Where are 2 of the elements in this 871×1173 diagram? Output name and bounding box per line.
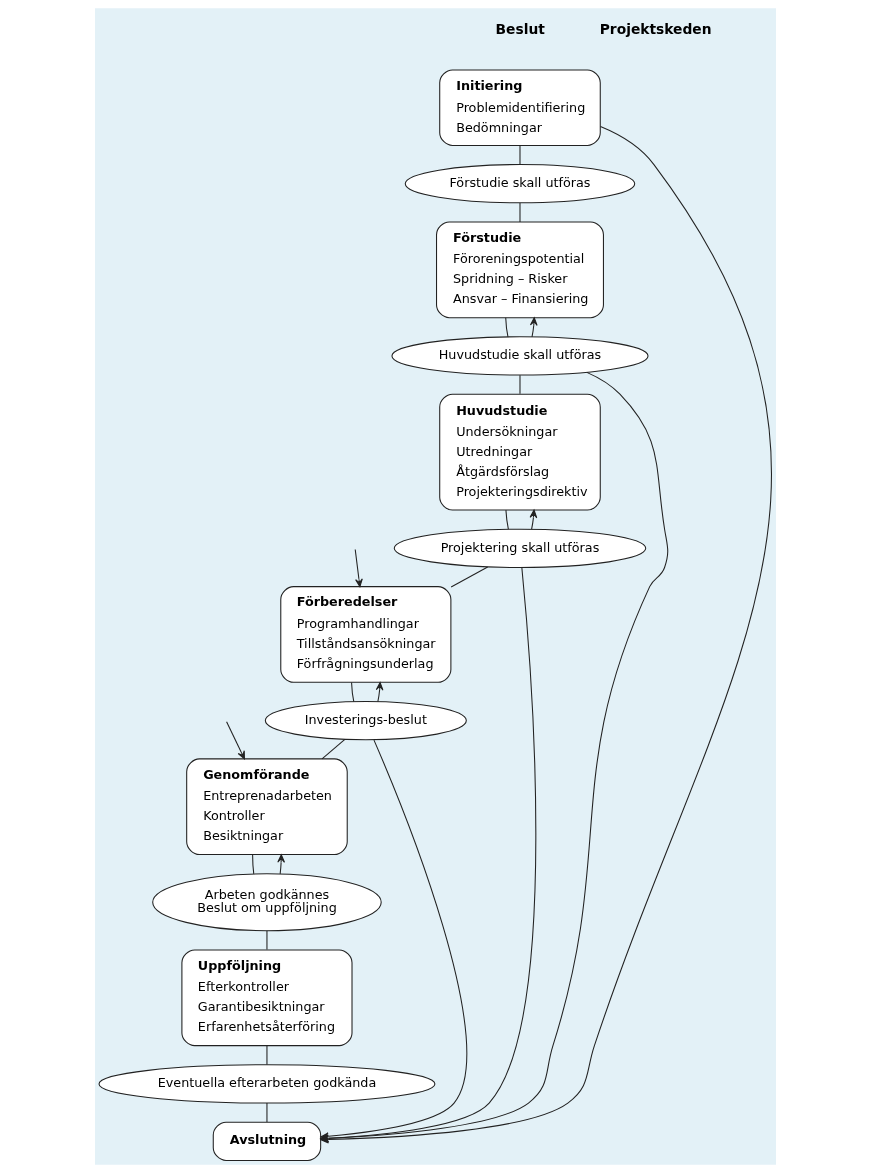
label: Beslut [495, 21, 545, 38]
label: Projektskeden [599, 21, 712, 38]
